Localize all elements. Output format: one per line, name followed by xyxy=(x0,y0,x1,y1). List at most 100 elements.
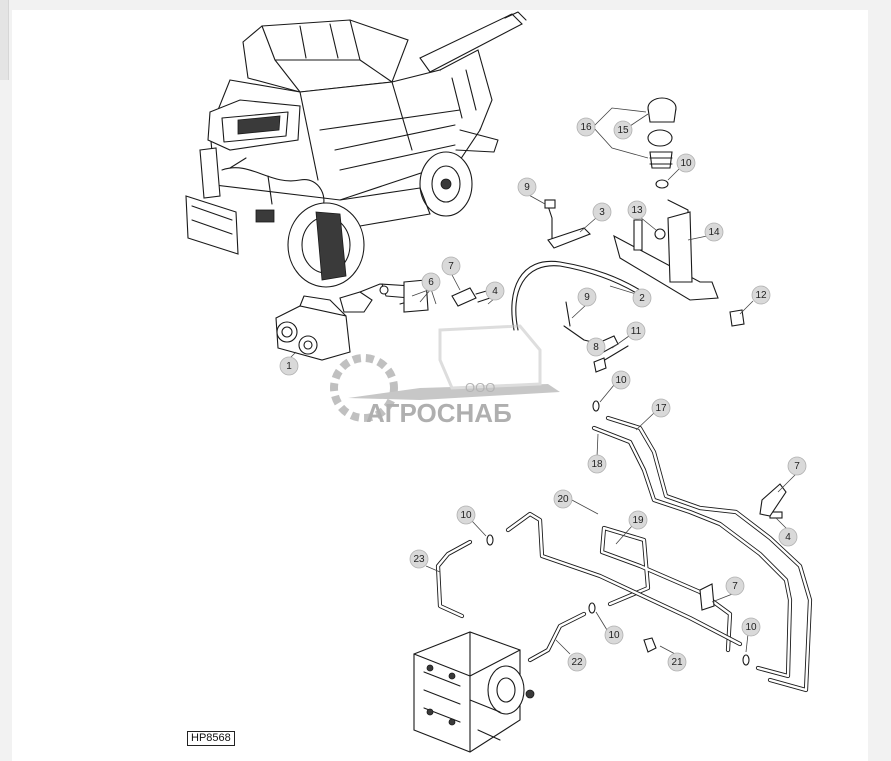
callout-6: 6 xyxy=(421,272,441,292)
callout-circle xyxy=(421,272,441,292)
callout-circle xyxy=(626,321,646,341)
callout-12: 12 xyxy=(751,285,771,305)
callout-18: 18 xyxy=(587,454,607,474)
callout-number: 7 xyxy=(794,461,800,472)
callout-circle xyxy=(485,281,505,301)
callout-circle xyxy=(409,549,429,569)
callout-8: 8 xyxy=(586,337,606,357)
callout-number: 3 xyxy=(599,207,605,218)
callout-circle xyxy=(576,117,596,137)
callout-10: 10 xyxy=(741,617,761,637)
callout-7: 7 xyxy=(725,576,745,596)
callout-circle xyxy=(592,202,612,222)
callout-number: 8 xyxy=(593,342,599,353)
callout-1: 1 xyxy=(279,356,299,376)
callout-4: 4 xyxy=(778,527,798,547)
callout-number: 7 xyxy=(732,581,738,592)
watermark-line1: ООО xyxy=(465,380,495,395)
callout-number: 4 xyxy=(785,532,791,543)
callout-number: 12 xyxy=(755,290,767,301)
callout-circle xyxy=(611,370,631,390)
callout-number: 11 xyxy=(631,326,642,337)
callout-7: 7 xyxy=(787,456,807,476)
callout-number: 15 xyxy=(617,125,629,136)
callout-number: 18 xyxy=(591,459,603,470)
callout-number: 17 xyxy=(655,403,667,414)
callout-number: 22 xyxy=(571,657,583,668)
callout-circle xyxy=(628,510,648,530)
callout-circle xyxy=(751,285,771,305)
hydraulic-pump-unit xyxy=(413,631,535,753)
callout-circle xyxy=(632,288,652,308)
callout-19: 19 xyxy=(628,510,648,530)
callout-number: 4 xyxy=(492,286,498,297)
callout-13: 13 xyxy=(627,200,647,220)
callout-23: 23 xyxy=(409,549,429,569)
agrosnab-watermark: ООО АГРОСНАБ xyxy=(330,324,560,428)
callout-number: 10 xyxy=(608,630,620,641)
callout-circle xyxy=(577,287,597,307)
callout-10: 10 xyxy=(611,370,631,390)
callout-circle xyxy=(704,222,724,242)
callout-circle xyxy=(604,625,624,645)
callout-number: 13 xyxy=(631,205,643,216)
hose-and-bracket xyxy=(511,199,641,373)
callout-circle xyxy=(741,617,761,637)
leader-lines xyxy=(288,107,798,656)
callout-11: 11 xyxy=(626,321,646,341)
callout-number: 9 xyxy=(524,182,530,193)
callout-21: 21 xyxy=(667,652,687,672)
callout-number: 23 xyxy=(413,554,425,565)
callout-10: 10 xyxy=(676,153,696,173)
callout-circle xyxy=(613,120,633,140)
callout-20: 20 xyxy=(553,489,573,509)
callout-10: 10 xyxy=(456,505,476,525)
callout-circle xyxy=(676,153,696,173)
callout-circle xyxy=(586,337,606,357)
callout-number: 9 xyxy=(584,292,590,303)
callout-22: 22 xyxy=(567,652,587,672)
left-panel-edge xyxy=(0,0,9,80)
callout-circle xyxy=(553,489,573,509)
callout-number: 7 xyxy=(448,261,454,272)
callout-15: 15 xyxy=(613,120,633,140)
callout-circle xyxy=(725,576,745,596)
callout-17: 17 xyxy=(651,398,671,418)
callout-7: 7 xyxy=(441,256,461,276)
callout-layer: 1234467778991010101010111213141516171819… xyxy=(279,117,807,672)
callout-3: 3 xyxy=(592,202,612,222)
callout-9: 9 xyxy=(517,177,537,197)
callout-circle xyxy=(517,177,537,197)
callout-circle xyxy=(627,200,647,220)
watermark-line2: АГРОСНАБ xyxy=(366,398,512,428)
callout-number: 19 xyxy=(632,515,644,526)
callout-circle xyxy=(651,398,671,418)
hydraulic-tube-lines xyxy=(435,400,813,693)
callout-number: 14 xyxy=(708,227,720,238)
callout-2: 2 xyxy=(632,288,652,308)
valve-block-assembly xyxy=(275,279,491,361)
callout-number: 20 xyxy=(557,494,569,505)
callout-circle xyxy=(587,454,607,474)
callout-9: 9 xyxy=(577,287,597,307)
callout-4: 4 xyxy=(485,281,505,301)
callout-number: 10 xyxy=(745,622,757,633)
callout-circle xyxy=(456,505,476,525)
callout-circle xyxy=(279,356,299,376)
callout-circle xyxy=(667,652,687,672)
callout-16: 16 xyxy=(576,117,596,137)
callout-circle xyxy=(441,256,461,276)
combine-harvester-illustration xyxy=(185,11,527,288)
callout-number: 16 xyxy=(580,122,592,133)
callout-circle xyxy=(778,527,798,547)
reference-code-label: HP8568 xyxy=(187,731,235,746)
callout-number: 1 xyxy=(286,361,292,372)
callout-number: 10 xyxy=(460,510,472,521)
callout-number: 21 xyxy=(671,657,683,668)
callout-number: 10 xyxy=(615,375,627,386)
callout-14: 14 xyxy=(704,222,724,242)
callout-number: 2 xyxy=(639,293,645,304)
callout-number: 10 xyxy=(680,158,692,169)
mount-bracket-assembly xyxy=(613,97,745,327)
